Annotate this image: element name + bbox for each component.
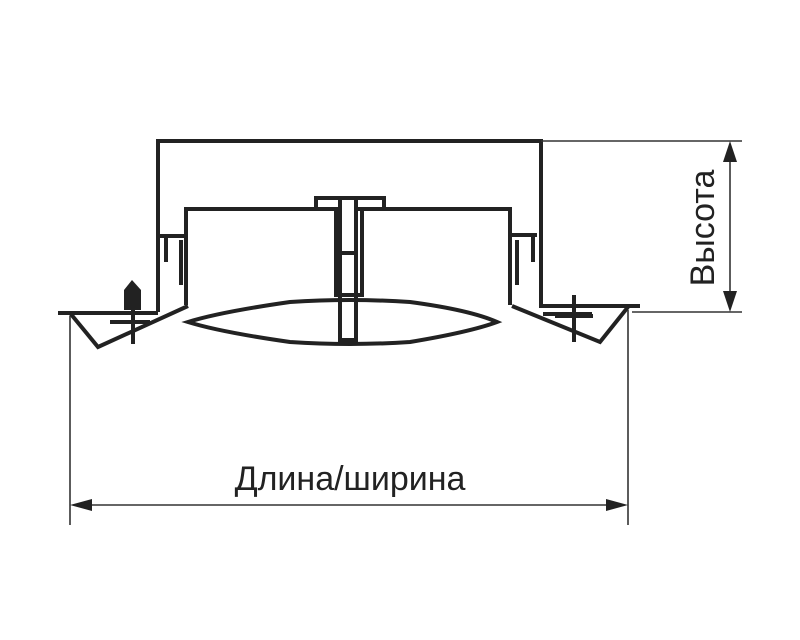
width-label: Длина/ширина [235, 460, 466, 498]
arrow-up-icon [723, 141, 737, 162]
height-dimension: Высота [541, 140, 742, 313]
diffuser-body [58, 139, 640, 350]
center-bolt [314, 196, 386, 342]
left-flange [58, 304, 189, 350]
arrow-down-icon [723, 291, 737, 312]
diffuser-lens [181, 298, 503, 346]
inner-housing [184, 207, 512, 305]
right-screw-shaft [555, 295, 593, 342]
height-label: Высота [684, 170, 722, 287]
right-clip [510, 233, 537, 285]
left-screw-shaft [110, 305, 150, 344]
left-clip [158, 234, 186, 285]
left-screw-icon [124, 280, 141, 310]
outer-housing [156, 139, 543, 312]
arrow-left-icon [70, 499, 92, 511]
arrow-right-icon [606, 499, 628, 511]
width-dimension: Длина/ширина [69, 310, 629, 525]
